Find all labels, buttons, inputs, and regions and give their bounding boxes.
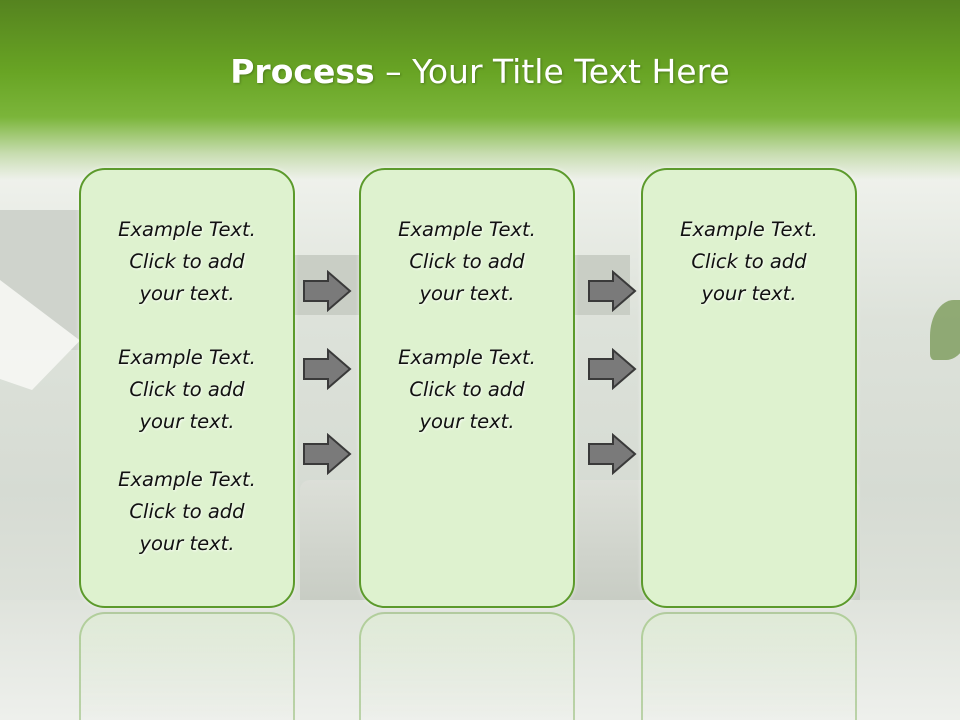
box-reflection (79, 612, 295, 720)
text-line: Example Text. (398, 346, 536, 369)
right-arrow-icon[interactable] (587, 348, 637, 390)
text-block[interactable]: Example Text. Click to add your text. (643, 214, 855, 310)
right-arrow-icon[interactable] (302, 348, 352, 390)
text-block[interactable]: Example Text. Click to add your text. (81, 214, 293, 310)
text-line: your text. (419, 410, 515, 433)
text-line: Click to add (409, 250, 525, 273)
text-line: Example Text. (118, 218, 256, 241)
process-box-2[interactable]: Example Text. Click to add your text. Ex… (359, 168, 575, 608)
right-arrow-icon[interactable] (302, 270, 352, 312)
box-reflection (641, 612, 857, 720)
header-band (0, 0, 960, 180)
text-line: Example Text. (118, 468, 256, 491)
text-line: Click to add (691, 250, 807, 273)
text-line: Click to add (409, 378, 525, 401)
text-line: your text. (139, 532, 235, 555)
title-bold: Process (230, 52, 375, 91)
right-arrow-icon[interactable] (587, 270, 637, 312)
title-rest: – Your Title Text Here (374, 52, 730, 91)
text-block[interactable]: Example Text. Click to add your text. (81, 342, 293, 438)
text-block[interactable]: Example Text. Click to add your text. (361, 214, 573, 310)
right-arrow-icon[interactable] (302, 433, 352, 475)
process-box-3[interactable]: Example Text. Click to add your text. (641, 168, 857, 608)
text-line: Click to add (129, 250, 245, 273)
box-reflection (359, 612, 575, 720)
text-line: Example Text. (680, 218, 818, 241)
text-line: your text. (139, 282, 235, 305)
text-line: your text. (139, 410, 235, 433)
text-line: your text. (701, 282, 797, 305)
floor (0, 600, 960, 720)
text-line: Click to add (129, 378, 245, 401)
text-line: your text. (419, 282, 515, 305)
slide-title[interactable]: Process – Your Title Text Here (0, 52, 960, 91)
text-line: Example Text. (398, 218, 536, 241)
text-line: Example Text. (118, 346, 256, 369)
process-box-1[interactable]: Example Text. Click to add your text. Ex… (79, 168, 295, 608)
text-line: Click to add (129, 500, 245, 523)
right-arrow-icon[interactable] (587, 433, 637, 475)
text-block[interactable]: Example Text. Click to add your text. (361, 342, 573, 438)
text-block[interactable]: Example Text. Click to add your text. (81, 464, 293, 560)
